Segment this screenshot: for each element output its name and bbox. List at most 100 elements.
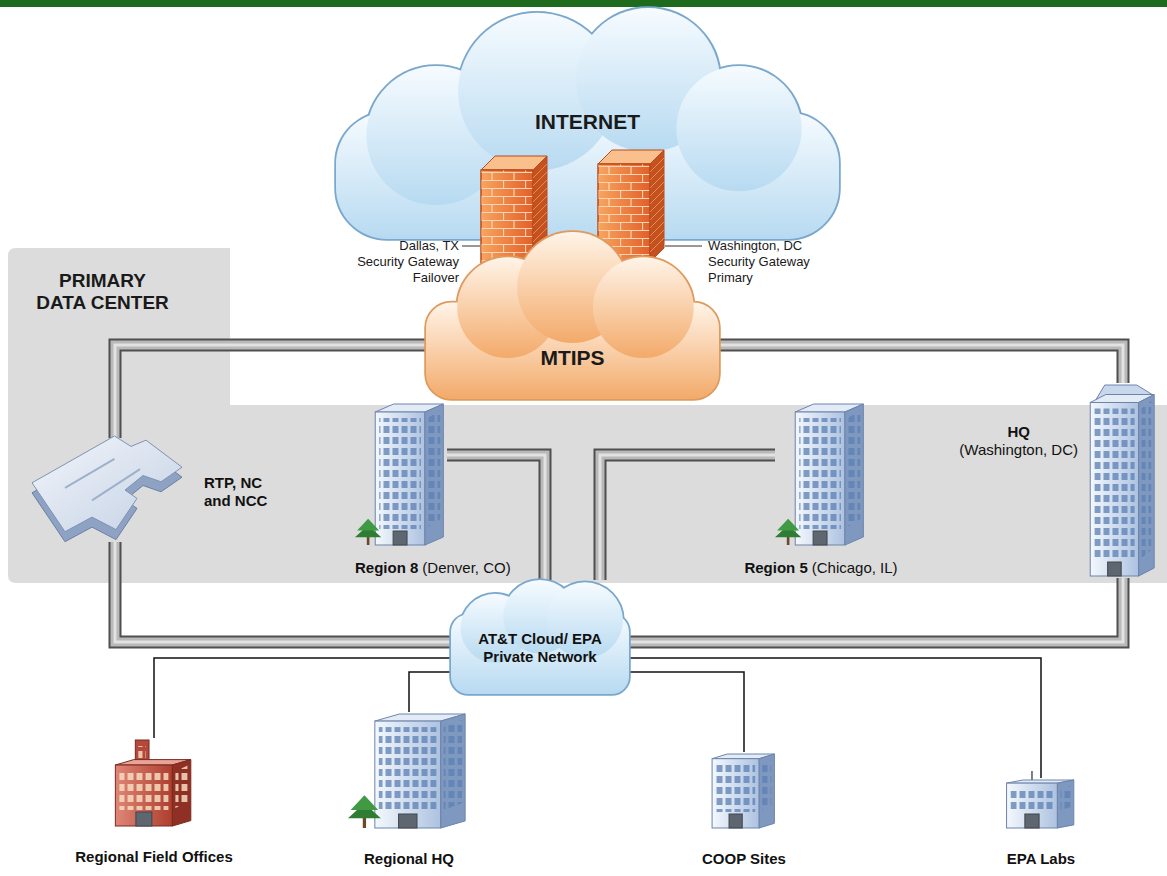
icon-part	[115, 765, 172, 826]
icon-part	[393, 531, 407, 545]
icon-face	[175, 766, 187, 808]
cloud-fill	[426, 232, 719, 399]
connector-stroke	[630, 578, 1123, 642]
icon-face	[845, 404, 863, 545]
icon-face	[1142, 401, 1152, 559]
icon-face	[357, 519, 379, 531]
brick-line	[650, 166, 664, 180]
node-label: PRIMARY DATA CENTER	[32, 270, 173, 314]
office-site: Region 8(Denver, CO)	[355, 402, 447, 547]
icon-face	[428, 410, 440, 527]
icon-face	[1139, 395, 1155, 577]
brick-line	[533, 164, 547, 178]
node-title: Regional HQ	[364, 850, 454, 868]
node-title: HQ	[959, 423, 1078, 441]
icon-part	[481, 170, 533, 268]
node-subtitle: (Chicago, IL)	[812, 559, 898, 576]
icon-part	[729, 814, 742, 828]
node-subtitle: (Washington, DC)	[959, 441, 1078, 459]
mtips-cloud: MTIPS	[425, 232, 720, 400]
connector-stroke	[630, 578, 1123, 642]
cloud-fill	[336, 8, 839, 239]
brick-line	[533, 172, 547, 186]
building-icon	[108, 738, 200, 828]
node-title: MTIPS	[540, 346, 604, 370]
leader-line	[462, 246, 480, 247]
connector-stroke	[720, 345, 1123, 383]
private-network-cloud: AT&T Cloud/ EPA Private Network	[450, 580, 630, 695]
icon-part	[787, 536, 790, 545]
hq-tower: HQ(Washington, DC)	[1084, 383, 1162, 578]
brick-line	[650, 238, 664, 252]
node-title: COOP Sites	[702, 850, 786, 868]
node-label: Region 8(Denver, CO)	[355, 559, 511, 577]
icon-face	[351, 795, 379, 810]
band-icon	[8, 248, 1167, 583]
node-label: INTERNET	[535, 110, 640, 134]
data-center-region: RTP, NC and NCC Region 8(Denver, CO) Regio…	[8, 248, 1167, 583]
internet-cloud: INTERNET	[335, 8, 840, 240]
cloud-icon	[425, 232, 720, 400]
building-icon	[775, 402, 867, 547]
office-site: Region 5(Chicago, IL)	[775, 402, 867, 547]
network-pipe	[115, 542, 450, 642]
cloud-fill	[451, 580, 629, 694]
node-label: Regional HQ	[364, 850, 454, 868]
icon-part	[379, 418, 421, 529]
icon-part	[1025, 814, 1039, 828]
icon-part	[813, 531, 827, 545]
field-office: Regional Field Offices	[108, 738, 200, 828]
node-label: Washington, DC Security Gateway Primary	[708, 238, 818, 286]
icon-part	[1007, 783, 1058, 828]
icon-face	[759, 754, 774, 828]
icon-part	[1090, 403, 1138, 577]
icon-part	[712, 759, 759, 828]
cloud-bump	[593, 257, 694, 358]
node-label: Region 5(Chicago, IL)	[744, 559, 897, 577]
cloud-outline	[451, 580, 629, 694]
connector-stroke	[115, 542, 450, 642]
brick-line	[650, 198, 664, 212]
icon-face	[444, 720, 462, 810]
node-label: Dallas, TX Security Gateway Failover	[353, 238, 459, 286]
icon-face	[441, 714, 465, 828]
cloud-bump	[676, 66, 801, 191]
brick-line	[533, 220, 547, 234]
building-icon	[348, 712, 470, 830]
brick-line	[533, 180, 547, 194]
icon-face	[172, 760, 190, 826]
node-title: Regional Field Offices	[75, 848, 233, 866]
building-icon	[1084, 383, 1162, 578]
icon-face	[650, 150, 664, 262]
icon-face	[32, 436, 182, 532]
icon-part	[375, 721, 441, 828]
cloud-outline	[426, 232, 719, 399]
icon-face	[1060, 786, 1070, 810]
connector-stroke	[115, 542, 450, 642]
brick-line	[650, 182, 664, 196]
node-label: Regional Field Offices	[75, 848, 233, 866]
brick-line	[650, 174, 664, 188]
network-link	[630, 658, 1041, 778]
node-label: RTP, NC and NCC	[204, 474, 270, 510]
icon-part	[363, 817, 366, 828]
brick-line	[650, 230, 664, 244]
brick-line	[650, 158, 664, 172]
building-icon	[1000, 778, 1082, 830]
connector-stroke	[630, 578, 1123, 642]
coop-site: COOP Sites	[706, 752, 782, 830]
icon-part	[1011, 789, 1054, 812]
network-link	[630, 672, 744, 752]
connector-stroke	[630, 658, 1041, 778]
network-pipe	[630, 578, 1123, 642]
icon-face	[848, 410, 860, 527]
brick-line	[650, 214, 664, 228]
icon-part	[1094, 409, 1134, 561]
node-title: INTERNET	[535, 110, 640, 134]
connector-stroke	[720, 345, 1123, 383]
node-subtitle: (Denver, CO)	[422, 559, 510, 576]
regional-hq: Regional HQ	[348, 712, 470, 830]
network-link	[409, 672, 450, 712]
